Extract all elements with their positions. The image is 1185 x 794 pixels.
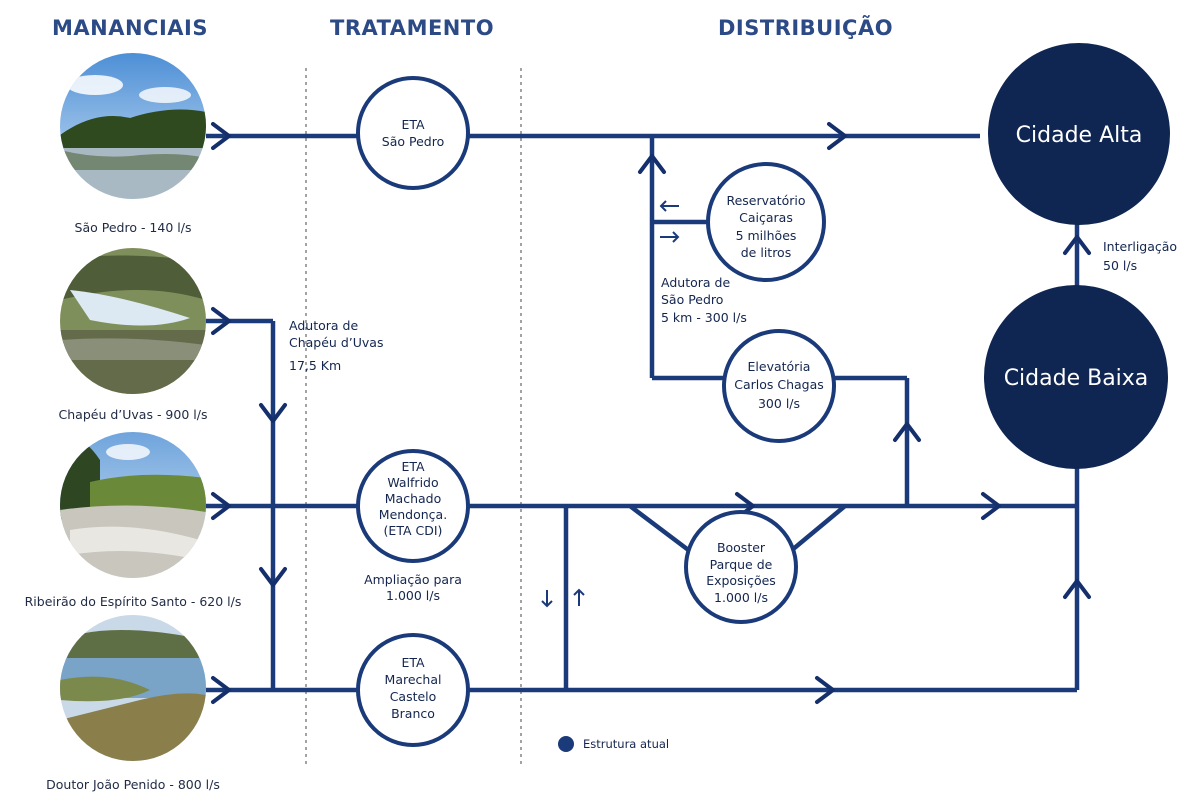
elevatoria-line-2: Carlos Chagas xyxy=(734,377,824,392)
arrow-up-icon xyxy=(638,154,666,174)
arrow-up-small-icon xyxy=(573,588,585,606)
source-label-ribeirao: Ribeirão do Espírito Santo - 620 l/s xyxy=(25,594,242,609)
arrow-right-icon xyxy=(827,122,847,150)
arrow-right-icon xyxy=(815,676,835,704)
arrow-down-icon xyxy=(259,567,287,587)
arrow-up-icon xyxy=(893,422,921,442)
arrow-left-small-icon xyxy=(659,200,679,212)
adutora-sao-pedro-line-3: 5 km - 300 l/s xyxy=(661,310,747,325)
arrow-up-icon xyxy=(1063,235,1091,255)
eta-marechal-line-2: Marechal xyxy=(385,672,442,687)
cidade-baixa-node: Cidade Baixa xyxy=(984,285,1168,469)
elevatoria-line-3: 300 l/s xyxy=(758,396,800,411)
cidade-baixa-label: Cidade Baixa xyxy=(1004,366,1149,391)
eta-sao-pedro-line-1: ETA xyxy=(401,117,425,132)
header-tratamento: TRATAMENTO xyxy=(330,16,494,40)
booster-line-4: 1.000 l/s xyxy=(714,590,768,605)
eta-walfrido-line-2: Walfrido xyxy=(387,475,438,490)
eta-walfrido-node: ETA Walfrido Machado Mendonça. (ETA CDI) xyxy=(356,449,470,563)
arrow-right-icon xyxy=(211,307,231,335)
arrow-right-icon xyxy=(211,122,231,150)
arrow-right-icon xyxy=(211,676,231,704)
eta-walfrido-line-3: Machado xyxy=(385,491,441,506)
header-mananciais: MANANCIAIS xyxy=(52,16,208,40)
elevatoria-line-1: Elevatória xyxy=(748,359,811,374)
source-photo-ribeirao xyxy=(60,432,206,578)
source-label-sao-pedro: São Pedro - 140 l/s xyxy=(75,220,192,235)
reservatorio-line-2: Caiçaras xyxy=(739,210,793,225)
source-label-chapeu-duvas: Chapéu d’Uvas - 900 l/s xyxy=(59,407,208,422)
cidade-alta-label: Cidade Alta xyxy=(1016,123,1143,148)
arrow-down-icon xyxy=(259,403,287,423)
eta-walfrido-line-1: ETA xyxy=(401,459,425,474)
legend: Estrutura atual xyxy=(558,736,669,752)
source-photo-joao-penido xyxy=(60,615,206,761)
booster-line-2: Parque de xyxy=(710,557,773,572)
legend-dot-icon xyxy=(558,736,574,752)
reservatorio-line-3: 5 milhões xyxy=(736,228,797,243)
interligacao-line-2: 50 l/s xyxy=(1103,258,1137,273)
eta-marechal-line-4: Branco xyxy=(391,706,435,721)
eta-walfrido-line-5: (ETA CDI) xyxy=(384,523,443,538)
ampliacao-line-2: 1.000 l/s xyxy=(386,588,440,603)
arrow-up-icon xyxy=(1063,579,1091,599)
reservatorio-line-4: de litros xyxy=(741,245,791,260)
source-label-joao-penido: Doutor João Penido - 800 l/s xyxy=(46,777,220,792)
cidade-alta-node: Cidade Alta xyxy=(988,43,1170,225)
header-distribuicao: DISTRIBUIÇÃO xyxy=(718,15,893,40)
booster-line-3: Exposições xyxy=(706,573,776,588)
source-photo-chapeu-duvas xyxy=(60,248,206,394)
adutora-sao-pedro-line-1: Adutora de xyxy=(661,275,730,290)
pipe-network xyxy=(206,133,1080,693)
arrow-right-small-icon xyxy=(660,231,680,243)
adutora-chapeu-line-2: Chapéu d’Uvas xyxy=(289,335,383,350)
flow-arrows xyxy=(211,122,1091,704)
eta-sao-pedro-line-2: São Pedro xyxy=(382,134,444,149)
eta-marechal-node: ETA Marechal Castelo Branco xyxy=(356,633,470,747)
legend-label: Estrutura atual xyxy=(583,737,669,751)
ampliacao-line-1: Ampliação para xyxy=(364,572,462,587)
arrow-down-small-icon xyxy=(541,590,553,608)
source-photo-sao-pedro xyxy=(60,53,206,199)
adutora-chapeu-line-3: 17,5 Km xyxy=(289,358,341,373)
arrow-right-icon xyxy=(981,492,1001,520)
eta-marechal-line-3: Castelo xyxy=(390,689,437,704)
eta-sao-pedro-node: ETA São Pedro xyxy=(356,76,470,190)
booster-node: Booster Parque de Exposições 1.000 l/s xyxy=(684,510,798,624)
reservatorio-line-1: Reservatório xyxy=(726,193,805,208)
eta-marechal-line-1: ETA xyxy=(401,655,425,670)
booster-line-1: Booster xyxy=(717,540,766,555)
interligacao-line-1: Interligação xyxy=(1103,239,1177,254)
reservatorio-node: Reservatório Caiçaras 5 milhões de litro… xyxy=(706,162,826,282)
arrow-right-icon xyxy=(211,492,231,520)
elevatoria-node: Elevatória Carlos Chagas 300 l/s xyxy=(722,329,836,443)
adutora-sao-pedro-line-2: São Pedro xyxy=(661,292,723,307)
eta-walfrido-line-4: Mendonça. xyxy=(379,507,447,522)
adutora-chapeu-line-1: Adutora de xyxy=(289,318,358,333)
